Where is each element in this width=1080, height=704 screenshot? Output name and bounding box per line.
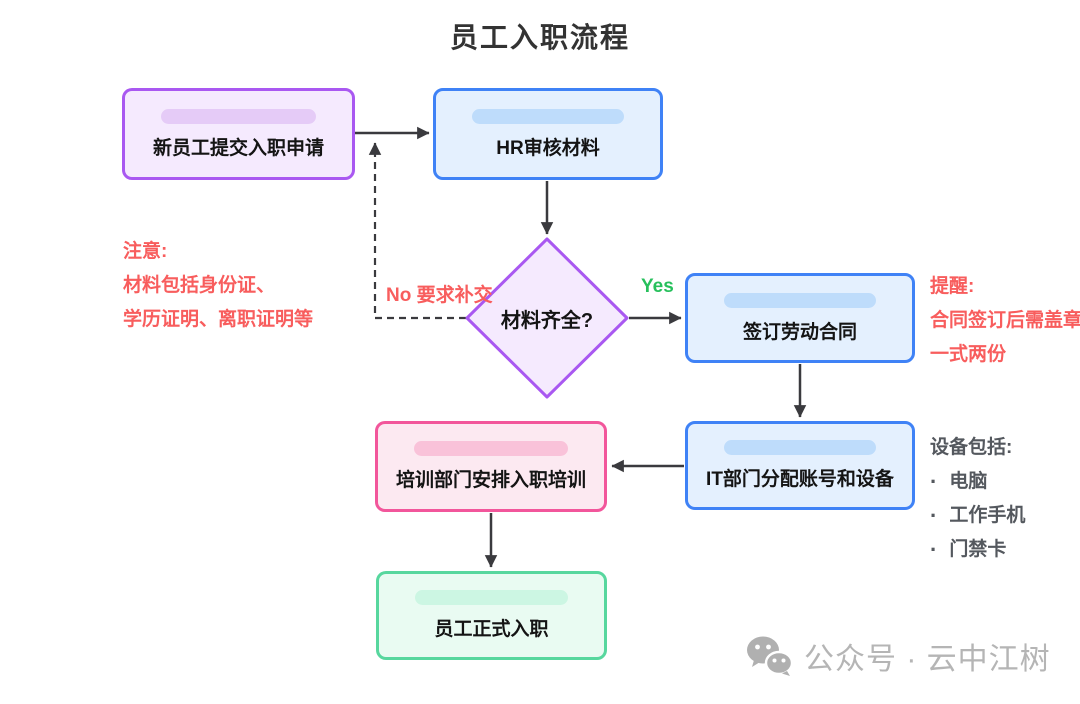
node-training-label: 培训部门安排入职培训 <box>395 470 586 491</box>
device-item-label: 电脑 <box>949 471 988 492</box>
page-title: 员工入职流程 <box>449 22 630 53</box>
node-training: 培训部门安排入职培训 <box>375 421 607 512</box>
decision-label: 材料齐全? <box>500 310 594 332</box>
highlight-pill <box>415 590 568 605</box>
node-onboard-label: 员工正式入职 <box>434 619 549 640</box>
watermark: 公众号 · 云中江树 <box>746 634 1051 678</box>
note-devices: 设备包括: · 电脑 · 工作手机 · 门禁卡 <box>930 431 1025 567</box>
note-materials-title: 注意: <box>123 241 168 262</box>
node-sign-contract-label: 签订劳动合同 <box>742 321 857 343</box>
node-onboard: 员工正式入职 <box>376 571 607 660</box>
wechat-icon <box>747 636 794 676</box>
decision-diamond-shape <box>465 237 629 399</box>
note-devices-title: 设备包括: <box>930 437 1013 458</box>
highlight-pill <box>471 108 625 124</box>
highlight-pill <box>723 440 877 455</box>
node-apply-label: 新员工提交入职申请 <box>152 137 324 159</box>
note-materials-line1: 材料包括身份证、 <box>123 275 276 296</box>
note-contract-line2: 一式两份 <box>930 344 1007 365</box>
node-apply: 新员工提交入职申请 <box>122 88 355 180</box>
note-contract-title: 提醒: <box>930 276 975 297</box>
watermark-text: 公众号 · 云中江树 <box>804 643 1051 676</box>
device-item: · 电脑 <box>930 465 1025 499</box>
note-contract-line1: 合同签订后需盖章 <box>930 310 1080 331</box>
bullet-icon: · <box>930 469 938 494</box>
note-materials: 注意: 材料包括身份证、 学历证明、离职证明等 <box>123 235 313 337</box>
note-contract: 提醒: 合同签订后需盖章 一式两份 <box>930 270 1080 372</box>
device-item: · 工作手机 <box>930 499 1025 533</box>
bullet-icon: · <box>930 537 938 562</box>
node-it-assign: IT部门分配账号和设备 <box>685 421 915 510</box>
label-no: No 要求补交 <box>386 285 493 306</box>
device-item-label: 门禁卡 <box>949 539 1007 560</box>
highlight-pill <box>723 292 877 308</box>
label-yes: Yes <box>641 276 674 297</box>
node-hr-review: HR审核材料 <box>433 88 663 180</box>
highlight-pill <box>414 441 568 456</box>
node-it-assign-label: IT部门分配账号和设备 <box>706 469 894 490</box>
node-hr-review-label: HR审核材料 <box>496 137 600 159</box>
dashed-no-return-arrow <box>368 142 466 320</box>
device-item: · 门禁卡 <box>930 533 1025 567</box>
node-sign-contract: 签订劳动合同 <box>685 273 915 363</box>
highlight-pill <box>161 108 316 124</box>
device-item-label: 工作手机 <box>949 505 1026 526</box>
note-materials-line2: 学历证明、离职证明等 <box>123 309 314 330</box>
bullet-icon: · <box>930 503 938 528</box>
